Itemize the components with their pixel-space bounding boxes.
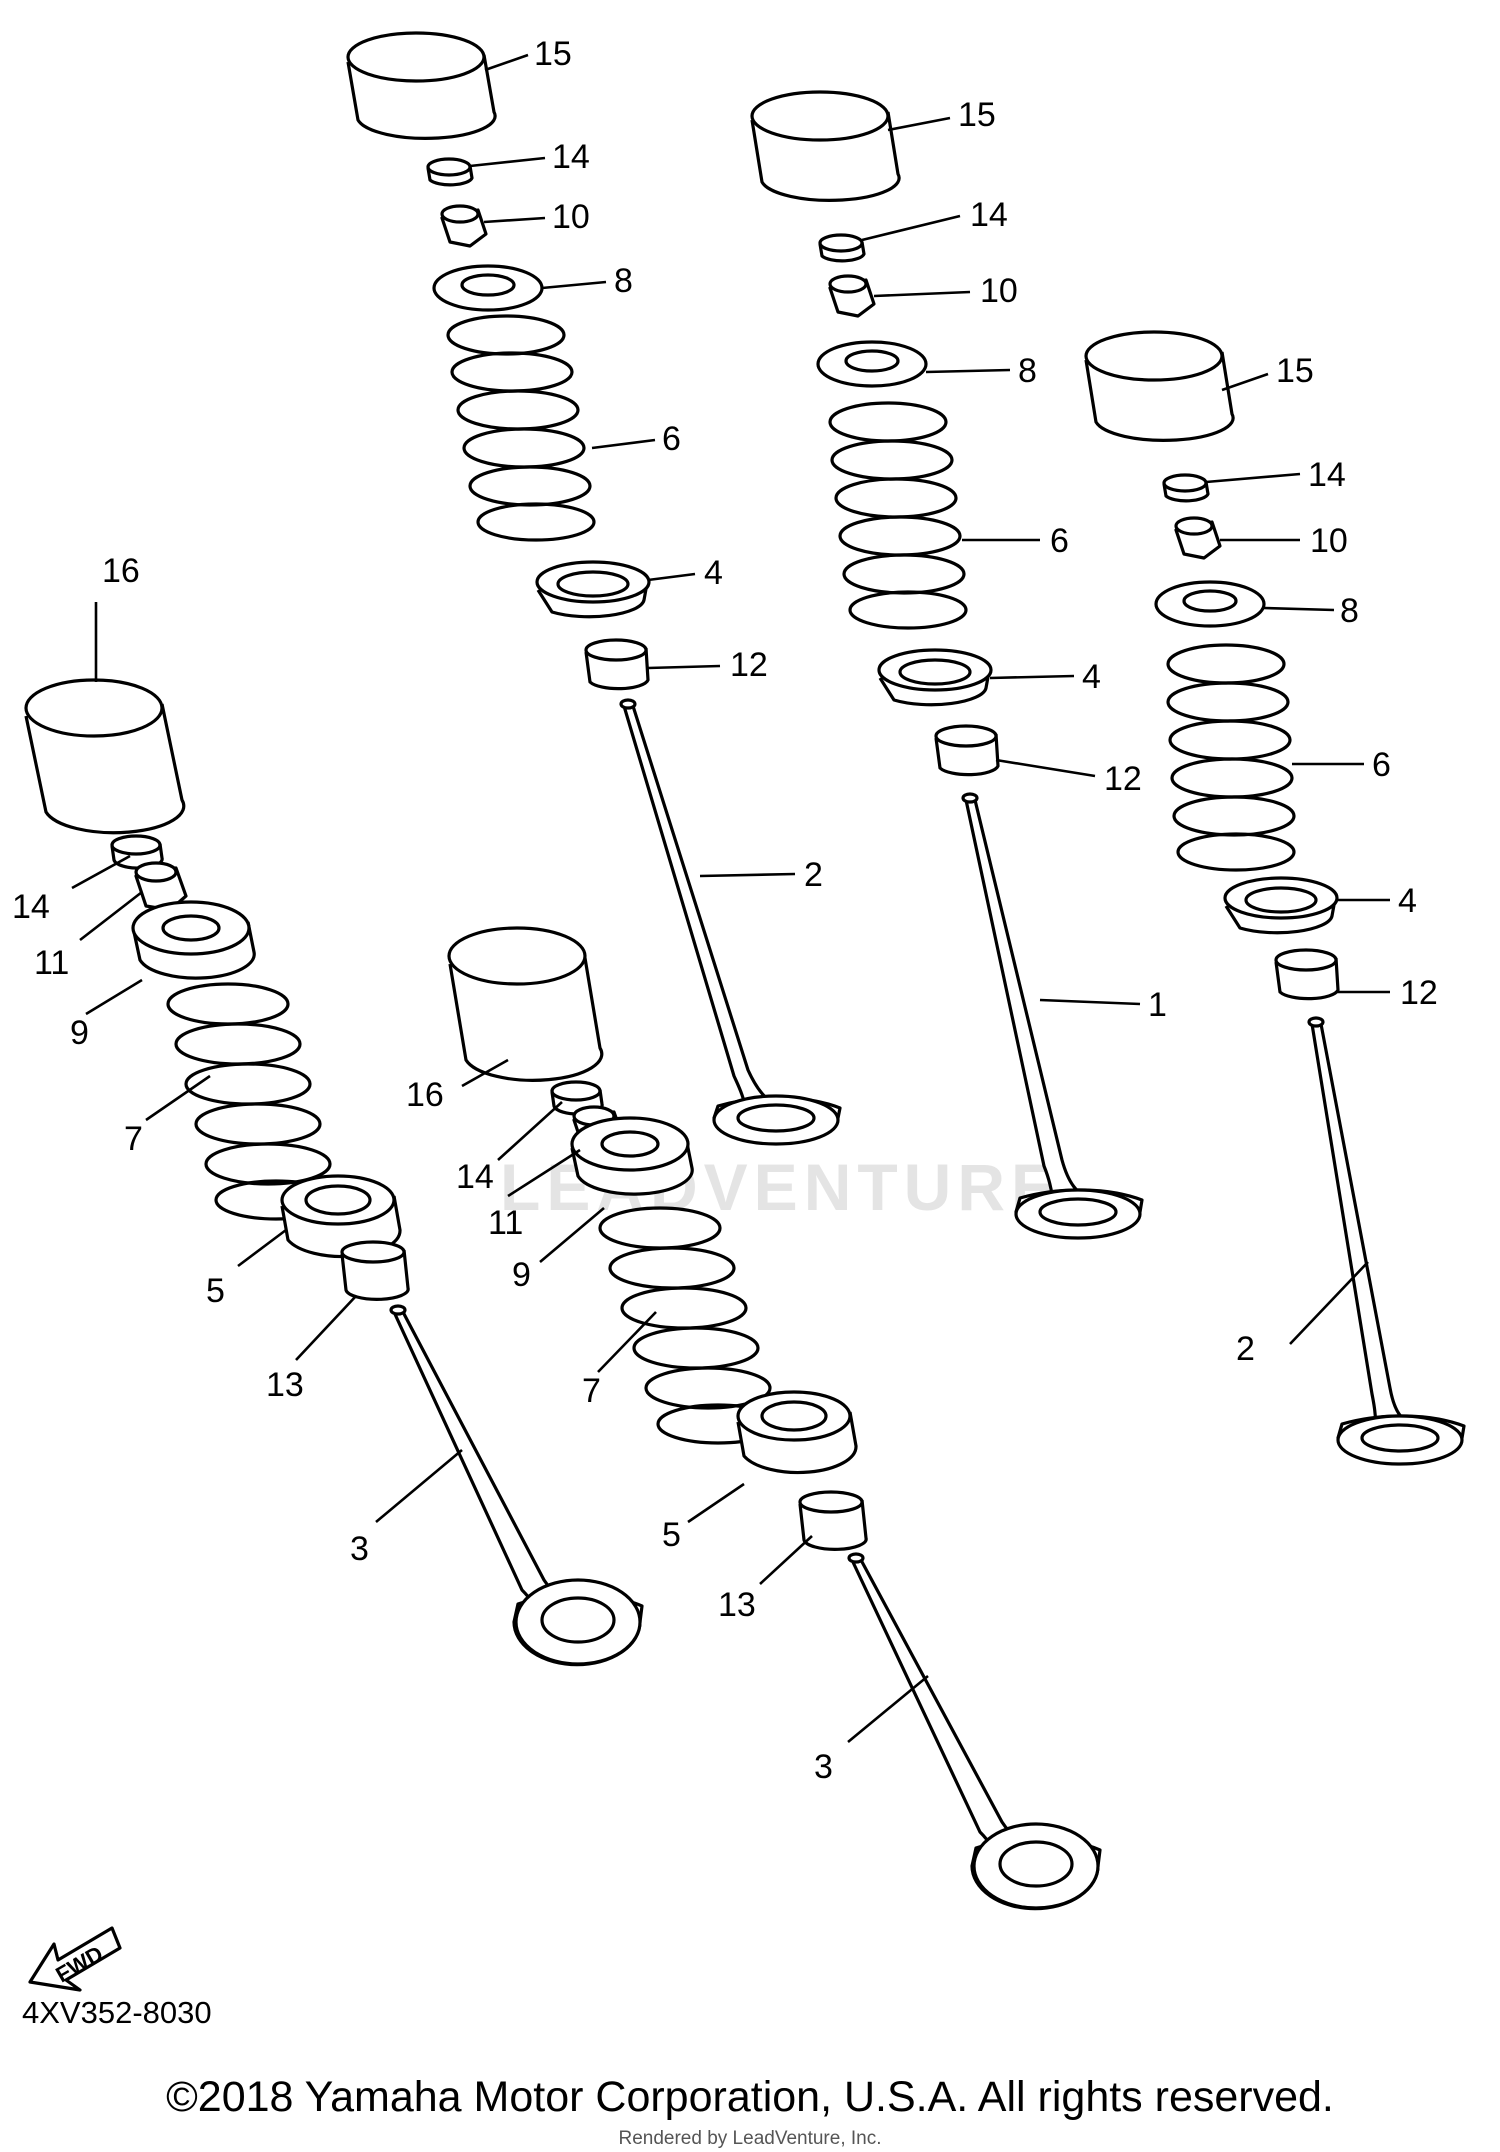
callout-10: 10 xyxy=(980,272,1018,310)
intake-valve-1-b xyxy=(961,792,1144,1240)
oil-seal-13-d xyxy=(340,1240,410,1301)
callout-3: 3 xyxy=(814,1748,833,1786)
callout-14: 14 xyxy=(12,888,50,926)
callout-15: 15 xyxy=(1276,352,1314,390)
callout-9: 9 xyxy=(70,1014,89,1052)
part-code: 4XV352-8030 xyxy=(22,1995,212,2030)
adjusting-pad-14-a xyxy=(426,157,474,187)
callout-16: 16 xyxy=(102,552,140,590)
oil-seal-12-a xyxy=(584,638,650,691)
spring-seat-5-e xyxy=(736,1390,858,1475)
intake-valve-3-e xyxy=(847,1552,1102,1911)
copyright-notice: ©2018 Yamaha Motor Corporation, U.S.A. A… xyxy=(166,2073,1334,2121)
valve-assembly-a xyxy=(346,31,842,1146)
valve-spring-6-c xyxy=(1166,643,1296,872)
callout-9: 9 xyxy=(512,1256,531,1294)
spring-seat-4-c xyxy=(1223,876,1339,935)
oil-seal-13-e xyxy=(798,1490,868,1551)
callout-15: 15 xyxy=(534,35,572,73)
adjusting-pad-14-c xyxy=(1162,473,1210,503)
fwd-arrow-icon: FWD xyxy=(28,1926,122,1992)
callout-2: 2 xyxy=(804,856,823,894)
valve-spring-6-b xyxy=(828,401,968,630)
callout-10: 10 xyxy=(1310,522,1348,560)
valve-assembly-b xyxy=(750,90,1144,1240)
callout-4: 4 xyxy=(1082,658,1101,696)
valve-cotter-10-c xyxy=(1174,516,1222,560)
callout-4: 4 xyxy=(1398,882,1417,920)
callout-14: 14 xyxy=(456,1158,494,1196)
spring-seat-4-b xyxy=(877,648,993,707)
callout-1: 1 xyxy=(1148,986,1167,1024)
valve-lifter-16-d xyxy=(24,678,186,835)
callout-14: 14 xyxy=(970,196,1008,234)
leader-lines xyxy=(71,53,1390,1744)
callout-10: 10 xyxy=(552,198,590,236)
callout-8: 8 xyxy=(614,262,633,300)
spring-retainer-8-a xyxy=(432,264,544,312)
callout-12: 12 xyxy=(1400,974,1438,1012)
callout-2: 2 xyxy=(1236,1330,1255,1368)
valve-assembly-c xyxy=(1084,330,1466,1466)
valve-cotter-10-b xyxy=(828,274,876,318)
valve-lifter-15-a xyxy=(346,31,497,140)
intake-valve-3-d xyxy=(389,1304,644,1667)
callout-15: 15 xyxy=(958,96,996,134)
spring-seat-4-a xyxy=(535,560,651,619)
callout-13: 13 xyxy=(266,1366,304,1404)
callout-4: 4 xyxy=(704,554,723,592)
rendered-by-note: Rendered by LeadVenture, Inc. xyxy=(618,2128,882,2149)
spring-retainer-8-b xyxy=(816,340,928,388)
spring-retainer-9-e xyxy=(570,1116,694,1196)
adjusting-pad-14-b xyxy=(818,233,866,263)
callout-5: 5 xyxy=(662,1516,681,1554)
valve-lifter-15-c xyxy=(1084,330,1235,442)
callout-6: 6 xyxy=(1372,746,1391,784)
callout-14: 14 xyxy=(552,138,590,176)
oil-seal-12-b xyxy=(934,724,1000,777)
valve-spring-7-e xyxy=(598,1206,780,1445)
spring-retainer-9-d xyxy=(131,900,256,980)
callout-14: 14 xyxy=(1308,456,1346,494)
valve-assembly-e xyxy=(447,926,1102,1911)
spring-retainer-8-c xyxy=(1154,580,1266,628)
callout-12: 12 xyxy=(1104,760,1142,798)
callout-11: 11 xyxy=(34,944,69,982)
callout-13: 13 xyxy=(718,1586,756,1624)
callout-12: 12 xyxy=(730,646,768,684)
callout-labels: 15 14 10 8 6 4 12 2 15 14 10 8 6 4 12 1 … xyxy=(12,35,1438,1786)
exhaust-valve-2-a xyxy=(619,698,842,1146)
oil-seal-12-c xyxy=(1274,948,1340,1001)
valve-cotter-10-a xyxy=(440,204,488,248)
exhaust-valve-2-c xyxy=(1307,1016,1466,1466)
callout-7: 7 xyxy=(124,1120,143,1158)
valve-lifter-15-b xyxy=(750,90,901,202)
callout-6: 6 xyxy=(662,420,681,458)
callout-16: 16 xyxy=(406,1076,444,1114)
callout-8: 8 xyxy=(1018,352,1037,390)
callout-6: 6 xyxy=(1050,522,1069,560)
callout-3: 3 xyxy=(350,1530,369,1568)
valve-lifter-16-e xyxy=(447,926,604,1082)
callout-7: 7 xyxy=(582,1372,601,1410)
callout-11: 11 xyxy=(488,1204,523,1242)
callout-8: 8 xyxy=(1340,592,1359,630)
valve-cotter-11-d xyxy=(134,861,188,912)
valve-spring-6-a xyxy=(446,314,596,542)
callout-5: 5 xyxy=(206,1272,225,1310)
valve-assembly-d xyxy=(24,678,644,1667)
